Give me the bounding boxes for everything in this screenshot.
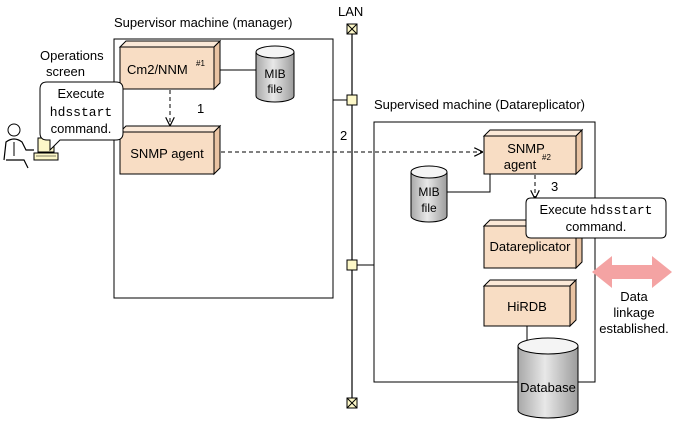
supervised-callout-line1: Execute hdsstart <box>539 202 652 218</box>
operations-screen-line2: screen <box>46 64 85 79</box>
step-1-label: 1 <box>197 101 204 116</box>
supervised-mib-file: MIB file <box>410 165 448 223</box>
database-cylinder: Database <box>517 337 579 419</box>
supervisor-lan-port <box>346 94 358 106</box>
supervisor-mib-line2: file <box>267 82 283 96</box>
lan-terminator-top <box>346 23 358 35</box>
datareplicator-label: Datareplicator <box>490 239 572 254</box>
linkage-line3: established. <box>599 321 668 336</box>
supervised-snmp-note: #2 <box>542 153 551 162</box>
supervised-command-callout: Execute hdsstart command. <box>525 197 667 239</box>
linkage-line2: linkage <box>613 305 654 320</box>
lan-terminator-bottom <box>346 397 358 409</box>
supervised-snmp-line2: agent <box>504 157 537 172</box>
operations-command-callout: Execute hdsstart command. <box>39 81 124 152</box>
supervisor-snmp-agent-label: SNMP agent <box>130 146 204 161</box>
supervised-machine-title: Supervised machine (Datareplicator) <box>374 97 585 112</box>
supervised-snmp-line1: SNMP <box>507 141 545 156</box>
supervisor-machine-title: Supervisor machine (manager) <box>114 15 292 30</box>
data-linkage-arrow <box>592 256 672 288</box>
supervised-snmp-agent-block: SNMP agent #2 <box>482 128 584 176</box>
cm2-nnm-label: Cm2/NNM <box>127 62 188 77</box>
database-label: Database <box>520 380 576 395</box>
operations-callout-command: hdsstart <box>50 105 112 120</box>
cm2-nnm-block: Cm2/NNM #1 <box>118 39 222 91</box>
operations-callout-line3: command. <box>51 121 112 136</box>
step-3-label: 3 <box>551 179 558 194</box>
operations-callout-line1: Execute <box>58 86 105 101</box>
supervised-mib-line1: MIB <box>418 185 439 199</box>
lan-label: LAN <box>338 4 363 19</box>
step-2-label: 2 <box>340 128 347 143</box>
supervised-lan-port <box>346 259 358 271</box>
hirdb-block: HiRDB <box>482 278 578 328</box>
linkage-line1: Data <box>620 289 648 304</box>
supervised-callout-line2: command. <box>566 219 627 234</box>
supervised-mib-line2: file <box>421 201 437 215</box>
supervisor-mib-line1: MIB <box>264 67 285 81</box>
cm2-nnm-note: #1 <box>196 59 205 68</box>
operator-icon <box>3 123 34 169</box>
supervisor-mib-file: MIB file <box>255 45 295 103</box>
hirdb-label: HiRDB <box>507 299 547 314</box>
supervisor-snmp-agent-block: SNMP agent <box>118 124 222 176</box>
snmp-mib-connector <box>447 174 491 193</box>
operations-screen-line1: Operations <box>40 48 104 63</box>
